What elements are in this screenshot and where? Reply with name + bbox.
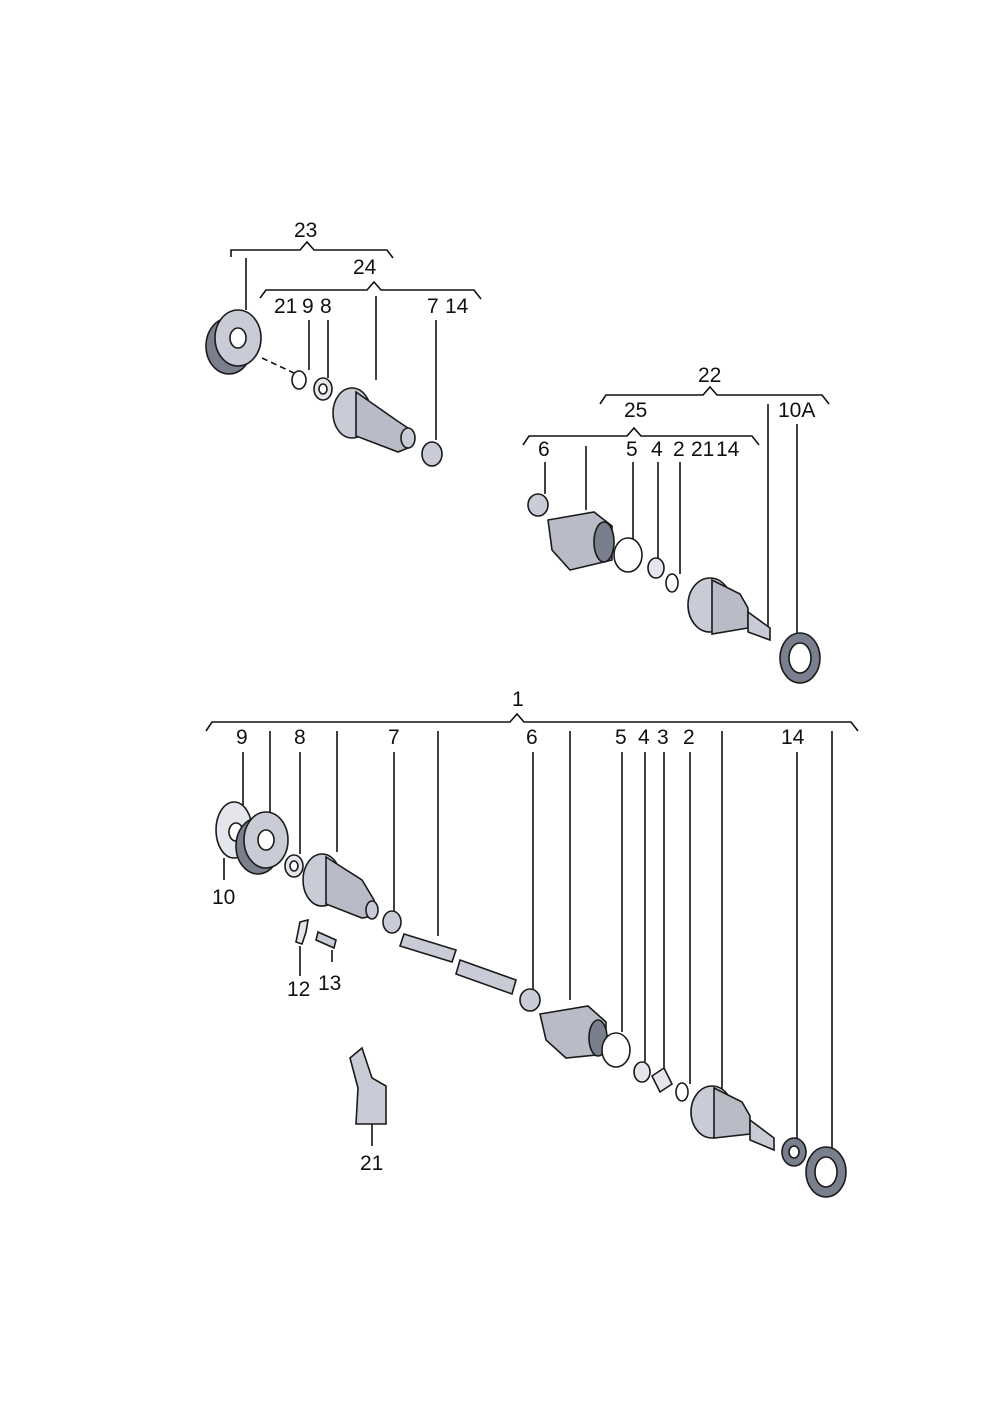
callout-22: 22 xyxy=(698,364,721,387)
callout-1: 1 xyxy=(512,688,524,711)
outer-joint-part xyxy=(690,1085,775,1152)
lock-plate-part xyxy=(295,918,309,946)
boot-part xyxy=(547,511,615,571)
callout-3: 3 xyxy=(657,726,669,749)
bracket-22 xyxy=(599,385,830,405)
ring-part xyxy=(382,910,402,934)
washer-part xyxy=(633,1061,651,1083)
ring-part xyxy=(519,988,541,1012)
bracket-1 xyxy=(205,712,859,732)
callout-2: 2 xyxy=(683,726,695,749)
callout-4: 4 xyxy=(638,726,650,749)
callout-5: 5 xyxy=(615,726,627,749)
ring-part xyxy=(421,441,443,467)
callout-24: 24 xyxy=(353,256,377,279)
callout-5: 5 xyxy=(626,438,638,461)
bracket-24 xyxy=(259,280,482,300)
callout-6: 6 xyxy=(526,726,538,749)
callout-10A: 10A xyxy=(778,399,815,422)
bolt-part xyxy=(315,930,337,950)
callout-21: 21 xyxy=(360,1152,383,1175)
group-23-24: 23 24 21 9 8 7 14 xyxy=(205,219,482,467)
clamp-part xyxy=(613,537,643,573)
clamp-part xyxy=(601,1032,631,1068)
bracket-25 xyxy=(522,426,760,446)
inner-joint-part xyxy=(302,853,379,920)
axis-dash xyxy=(261,357,297,375)
callout-25: 25 xyxy=(624,399,647,422)
callout-10: 10 xyxy=(212,886,235,909)
boot-part xyxy=(539,1005,608,1059)
grease-tube-part xyxy=(349,1046,387,1125)
callout-9: 9 xyxy=(236,726,248,749)
circlip-part xyxy=(665,573,679,593)
cup-part xyxy=(650,1066,674,1094)
outer-joint-part xyxy=(687,577,771,642)
callout-8: 8 xyxy=(294,726,306,749)
callout-7: 7 xyxy=(388,726,400,749)
callout-12: 12 xyxy=(287,978,310,1001)
shaft-part xyxy=(398,933,458,963)
callout-23: 23 xyxy=(294,219,317,242)
group-1: 1 9 8 7 6 5 4 3 2 14 xyxy=(205,688,859,1198)
cv-joint-part xyxy=(332,387,416,453)
callout-13: 13 xyxy=(318,972,341,995)
callout-2: 2 xyxy=(673,438,685,461)
flange-part xyxy=(235,811,289,875)
callout-21: 21 xyxy=(274,295,297,318)
shaft-part xyxy=(455,958,517,996)
callout-9: 9 xyxy=(302,295,314,318)
washer-part xyxy=(647,557,665,579)
circlip-part xyxy=(675,1082,689,1102)
group-22-25: 22 25 10A 6 5 4 2 21 14 xyxy=(522,364,830,684)
callout-8: 8 xyxy=(320,295,332,318)
flange-part xyxy=(205,309,262,375)
callout-14: 14 xyxy=(445,295,469,318)
ring-part xyxy=(527,493,549,517)
bracket-23 xyxy=(230,240,394,259)
callout-14: 14 xyxy=(781,726,805,749)
callout-7: 7 xyxy=(427,295,439,318)
callout-6: 6 xyxy=(538,438,550,461)
callout-4: 4 xyxy=(651,438,663,461)
callout-21: 21 xyxy=(691,438,714,461)
circlip-part xyxy=(291,370,307,390)
callout-14: 14 xyxy=(716,438,740,461)
